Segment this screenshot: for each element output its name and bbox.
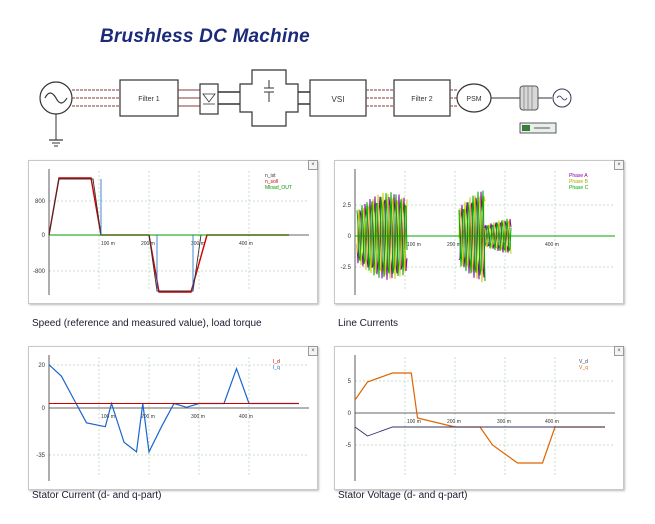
legend: n_ist n_soll Mload_OUT xyxy=(265,173,292,191)
legend-entry: n_ist xyxy=(265,173,276,179)
current-burst-trace xyxy=(458,195,486,283)
speed-chart: 800 0 -800 100 m 200 m 300 m 400 m n_ist… xyxy=(33,169,309,295)
rectifier-block xyxy=(199,83,219,115)
current-burst-trace xyxy=(356,192,408,278)
legend-entry: V_q xyxy=(579,365,588,371)
series-vq xyxy=(354,372,605,464)
y-tick: 20 xyxy=(38,363,45,369)
filter2-label: Filter 2 xyxy=(411,96,433,103)
x-tick: 200 m xyxy=(141,241,155,247)
x-tick: 100 m xyxy=(101,241,115,247)
y-tick: 0 xyxy=(348,234,352,240)
y-tick: 0 xyxy=(42,233,46,239)
y-tick: -800 xyxy=(33,269,46,275)
legend: Phase A Phase B Phase C xyxy=(569,173,589,191)
vsi-label: VSI xyxy=(332,95,345,104)
x-tick: 400 m xyxy=(545,419,559,425)
x-tick: 400 m xyxy=(545,242,559,248)
x-tick: 200 m xyxy=(447,419,461,425)
legend-entry: Phase A xyxy=(569,173,588,179)
caption-stator-voltage: Stator Voltage (d- and q-part) xyxy=(338,490,468,501)
chart-panel-speed: × 800 0 -800 100 m 200 m 300 m 400 m n_i… xyxy=(28,160,318,304)
panel-close-icon[interactable]: × xyxy=(614,346,624,356)
legend-entry: I_q xyxy=(273,365,280,371)
flywheel-icon xyxy=(519,85,539,111)
y-tick: 5 xyxy=(348,379,352,385)
x-tick: 300 m xyxy=(191,241,205,247)
circuit-diagram: Filter 1 VSI Filter 2 PSM xyxy=(39,69,572,147)
current-burst-trace xyxy=(356,194,408,280)
chart-panel-stator-current: × 20 0 -35 100 m 200 m 300 m 400 m I_d I… xyxy=(28,346,318,490)
x-tick: 300 m xyxy=(191,414,205,420)
x-tick: 100 m xyxy=(407,419,421,425)
legend-entry: Phase B xyxy=(569,179,589,185)
page-title: Brushless DC Machine xyxy=(100,26,310,47)
legend: V_d V_q xyxy=(579,359,588,371)
psm-label: PSM xyxy=(466,96,481,103)
current-burst-trace xyxy=(458,190,486,282)
panel-close-icon[interactable]: × xyxy=(614,160,624,170)
panel-close-icon[interactable]: × xyxy=(308,160,318,170)
y-tick: -2.5 xyxy=(341,265,352,271)
series-vd xyxy=(354,426,605,437)
legend-entry: n_soll xyxy=(265,179,278,185)
filter1-label: Filter 1 xyxy=(138,96,160,103)
caption-stator-current: Stator Current (d- and q-part) xyxy=(32,490,162,501)
legend-entry: I_d xyxy=(273,359,280,365)
panel-close-icon[interactable]: × xyxy=(308,346,318,356)
caption-speed: Speed (reference and measured value), lo… xyxy=(32,318,262,329)
y-tick: -35 xyxy=(36,453,45,459)
x-tick: 400 m xyxy=(239,414,253,420)
y-tick: 0 xyxy=(42,406,46,412)
chart-panel-stator-voltage: × 5 0 -5 100 m 200 m 300 m 400 m V_d V_q xyxy=(334,346,624,490)
current-bursts xyxy=(356,190,512,283)
y-tick: 0 xyxy=(348,411,352,417)
y-tick: 2.5 xyxy=(343,203,352,209)
y-tick: 800 xyxy=(35,199,46,205)
x-tick: 400 m xyxy=(239,241,253,247)
chart-panel-line-currents: × 2.5 0 -2.5 100 m 200 m 300 m 400 m Pha… xyxy=(334,160,624,304)
legend-entry: Mload_OUT xyxy=(265,185,292,191)
line-currents-chart: 2.5 0 -2.5 100 m 200 m 300 m 400 m Phase… xyxy=(341,169,615,295)
legend: I_d I_q xyxy=(273,359,280,371)
caption-line-currents: Line Currents xyxy=(338,318,399,329)
series-iq xyxy=(48,364,299,454)
y-tick: -5 xyxy=(346,443,352,449)
grid xyxy=(49,171,309,291)
legend-entry: Phase C xyxy=(569,185,589,191)
x-tick: 100 m xyxy=(407,242,421,248)
stator-current-chart: 20 0 -35 100 m 200 m 300 m 400 m I_d I_q xyxy=(36,355,309,481)
x-tick: 200 m xyxy=(447,242,461,248)
x-tick: 200 m xyxy=(141,414,155,420)
legend-entry: V_d xyxy=(579,359,588,365)
x-tick: 300 m xyxy=(497,419,511,425)
current-burst-trace xyxy=(484,218,512,253)
stator-voltage-chart: 5 0 -5 100 m 200 m 300 m 400 m V_d V_q xyxy=(346,355,615,481)
